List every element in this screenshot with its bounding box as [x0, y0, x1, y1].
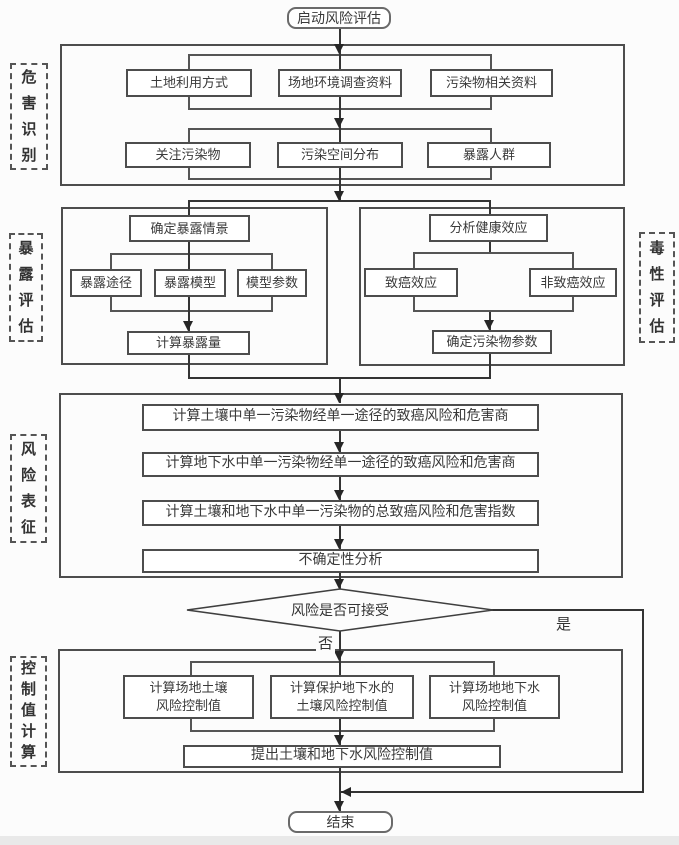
exposure-stage-label: 暴露评估: [9, 233, 43, 342]
connector-yes-side: [642, 610, 644, 793]
spatial-distribution-label: 污染空间分布: [300, 147, 379, 163]
connector-main-top: [339, 29, 341, 201]
control-stage-text: 控制值计算: [20, 661, 36, 761]
pollutant-data-label: 污染物相关资料: [445, 75, 537, 91]
arrow-down-icon: [334, 191, 344, 201]
exposure-pathway-label: 暴露途径: [79, 275, 132, 291]
carcinogenic-box: 致癌效应: [364, 268, 458, 297]
connector-step1-2: [339, 431, 341, 452]
hazard-stage-label: 危害识别: [10, 63, 48, 170]
connector-split-top: [188, 200, 491, 202]
concern-pollutant-label: 关注污染物: [155, 147, 221, 163]
risk-step-groundwater-label: 计算地下水中单一污染物经单一途径的致癌风险和危害商: [165, 456, 516, 472]
uncertainty-analysis-box: 不确定性分析: [142, 549, 539, 573]
site-groundwater-control-box: 计算场地地下水 风险控制值: [429, 675, 560, 719]
exposure-stage-text: 暴露评估: [18, 240, 34, 335]
risk-step-total-box: 计算土壤和地下水中单一污染物的总致癌风险和危害指数: [142, 500, 539, 526]
soil-control-box: 计算场地土壤 风险控制值: [123, 675, 254, 719]
model-parameter-label: 模型参数: [245, 275, 298, 291]
arrow-down-icon: [484, 320, 494, 330]
arrow-down-icon: [183, 321, 193, 331]
connector-to-end: [339, 768, 341, 811]
site-groundwater-control-label: 计算场地地下水 风险控制值: [448, 680, 540, 713]
decision-label: 风险是否可接受: [240, 599, 440, 621]
connector-yes-return: [341, 791, 644, 793]
uncertainty-analysis-label: 不确定性分析: [298, 552, 383, 568]
carcinogenic-label: 致癌效应: [384, 274, 437, 290]
pollutant-parameter-label: 确定污染物参数: [446, 334, 538, 350]
pollutant-data-box: 污染物相关资料: [430, 69, 553, 97]
exposure-scenario-label: 确定暴露情景: [150, 220, 229, 236]
arrow-down-icon: [334, 651, 344, 661]
exposure-model-box: 暴露模型: [154, 269, 226, 297]
risk-stage-label: 风险表征: [10, 434, 47, 543]
arrow-down-icon: [334, 579, 344, 589]
site-survey-box: 场地环境调查资料: [278, 69, 402, 97]
connector-right-drop: [489, 201, 491, 214]
no-text: 否: [318, 636, 334, 652]
exposure-section: [61, 207, 328, 365]
spatial-distribution-box: 污染空间分布: [277, 142, 403, 168]
start-label: 启动风险评估: [297, 12, 381, 27]
exposed-population-box: 暴露人群: [427, 142, 551, 168]
connector-step3-4: [339, 526, 341, 549]
non-carcinogenic-label: 非致癌效应: [540, 274, 606, 290]
end-node: 结束: [288, 811, 393, 833]
hazard-stage-text: 危害识别: [21, 69, 37, 164]
arrow-left-icon: [341, 787, 351, 797]
propose-control-box: 提出土壤和地下水风险控制值: [183, 745, 501, 768]
non-carcinogenic-box: 非致癌效应: [529, 268, 617, 297]
connector-yes-top: [491, 609, 644, 611]
arrow-down-icon: [334, 44, 344, 54]
connector-right-exit: [489, 354, 491, 378]
decision-diamond: [186, 588, 494, 632]
start-node: 启动风险评估: [287, 7, 391, 29]
exposure-model-label: 暴露模型: [163, 275, 216, 291]
toxicity-stage-text: 毒性评估: [649, 240, 665, 335]
exposure-calc-box: 计算暴露量: [127, 331, 250, 355]
health-effect-label: 分析健康效应: [449, 220, 528, 236]
exposure-calc-label: 计算暴露量: [155, 335, 221, 351]
connector-to-characterization: [339, 378, 341, 403]
concern-pollutant-box: 关注污染物: [125, 142, 251, 168]
yes-label: 是: [556, 613, 571, 634]
arrow-down-icon: [334, 442, 344, 452]
risk-step-soil-box: 计算土壤中单一污染物经单一途径的致癌风险和危害商: [142, 404, 539, 431]
connector-right-inner-top: [489, 242, 491, 252]
footer-strip: [0, 836, 679, 845]
groundwater-protection-control-label: 计算保护地下水的 土壤风险控制值: [289, 680, 394, 713]
health-effect-box: 分析健康效应: [429, 214, 548, 242]
toxicity-stage-label: 毒性评估: [639, 232, 675, 343]
risk-step-soil-label: 计算土壤中单一污染物经单一途径的致癌风险和危害商: [172, 409, 509, 425]
arrow-down-icon: [334, 735, 344, 745]
exposure-scenario-box: 确定暴露情景: [129, 215, 250, 242]
end-label: 结束: [326, 816, 355, 831]
connector-step2-3: [339, 477, 341, 500]
site-survey-label: 场地环境调查资料: [287, 75, 392, 91]
risk-step-groundwater-box: 计算地下水中单一污染物经单一途径的致癌风险和危害商: [142, 452, 539, 477]
propose-control-label: 提出土壤和地下水风险控制值: [251, 748, 433, 764]
exposed-population-label: 暴露人群: [462, 147, 515, 163]
soil-control-label: 计算场地土壤 风险控制值: [149, 680, 228, 713]
decision-question-text: 风险是否可接受: [291, 604, 389, 619]
arrow-down-icon: [334, 393, 344, 403]
risk-step-total-label: 计算土壤和地下水中单一污染物的总致癌风险和危害指数: [165, 504, 516, 520]
pollutant-parameter-box: 确定污染物参数: [432, 330, 552, 354]
arrow-down-icon: [334, 118, 344, 128]
arrow-down-icon: [334, 490, 344, 500]
control-stage-label: 控制值计算: [10, 656, 47, 767]
groundwater-protection-control-box: 计算保护地下水的 土壤风险控制值: [270, 675, 414, 719]
model-parameter-box: 模型参数: [237, 269, 307, 297]
yes-text: 是: [556, 617, 572, 633]
land-use-label: 土地利用方式: [149, 75, 228, 91]
land-use-box: 土地利用方式: [126, 69, 252, 97]
connector-left-exit: [188, 355, 190, 378]
arrow-down-icon: [334, 539, 344, 549]
exposure-pathway-box: 暴露途径: [70, 269, 142, 297]
arrow-down-icon: [334, 801, 344, 811]
no-label: 否: [316, 632, 336, 653]
toxicity-section: [359, 207, 625, 366]
risk-stage-text: 风险表征: [20, 441, 36, 536]
connector-left-drop: [188, 201, 190, 215]
